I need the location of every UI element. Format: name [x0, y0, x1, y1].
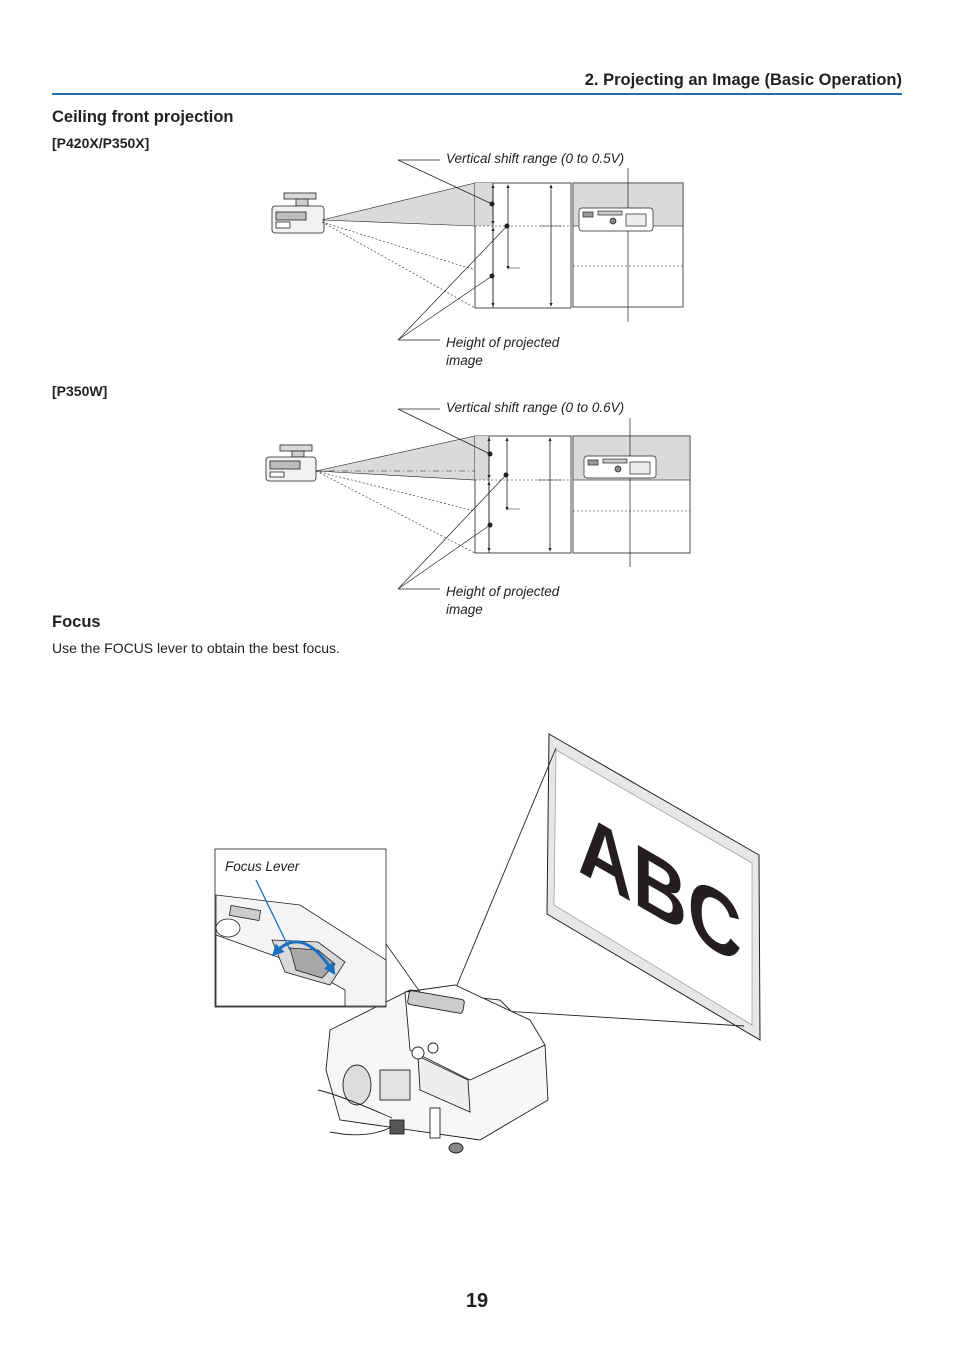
diagram1-height-label: Height of projected image [446, 335, 560, 368]
diagram1-shift-label: Vertical shift range (0 to 0.5V) [446, 151, 625, 166]
running-header: 2. Projecting an Image (Basic Operation) [584, 71, 902, 89]
diagram1-model-label: [P420X/P350X] [52, 135, 150, 151]
projector-front-icon [578, 207, 654, 232]
focus-title: Focus [52, 613, 101, 631]
projector-front-icon [583, 455, 657, 479]
projector-side-icon [271, 192, 325, 234]
diagram1 [271, 159, 684, 341]
projector-side-icon [265, 444, 317, 482]
header-rule [52, 93, 902, 95]
diagram2-model-label: [P350W] [52, 383, 108, 399]
focus-lever-label: Focus Lever [225, 859, 300, 874]
focus-instruction: Use the FOCUS lever to obtain the best f… [52, 640, 340, 656]
diagram2-height-label: Height of projected image [446, 584, 560, 617]
page-number: 19 [465, 1290, 489, 1312]
projector-icon [317, 984, 549, 1154]
diagram2 [265, 408, 691, 590]
diagram2-shift-label: Vertical shift range (0 to 0.6V) [446, 400, 625, 415]
section-title: Ceiling front projection [52, 108, 234, 126]
focus-illustration [214, 733, 761, 1154]
